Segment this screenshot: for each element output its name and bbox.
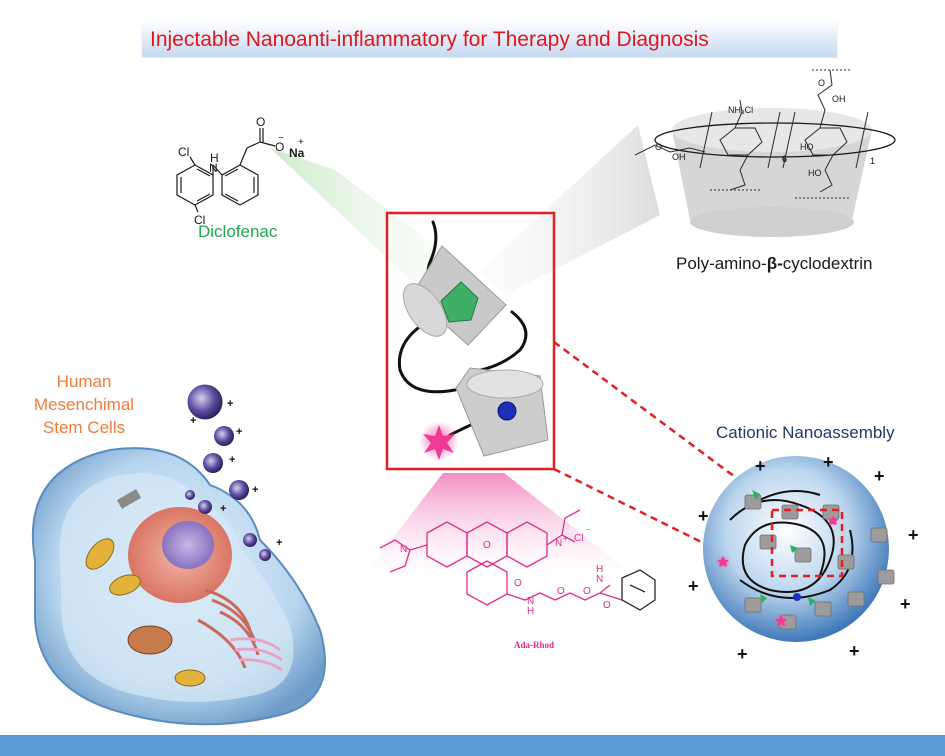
rhod-n-plus: + [563, 534, 568, 543]
ada-rhod-label: Ada-Rhod [514, 640, 555, 650]
charge-plus: + [823, 452, 834, 472]
cyclodextrin-structure [634, 69, 896, 199]
rhod-amide-o-2: O [603, 600, 611, 611]
cyclodextrin-label-suffix: cyclodextrin [782, 254, 873, 273]
rhodamine-light-cone [370, 473, 625, 568]
rhod-o-ring: O [483, 540, 491, 551]
carboxylate-minus: − [278, 133, 284, 144]
cd-ho-mid: HO [800, 142, 814, 152]
ada-rhod-structure [379, 509, 656, 611]
np-charge-plus: + [276, 537, 282, 549]
rhod-chloride: Cl [574, 533, 583, 544]
mitochondrion [127, 625, 173, 655]
np-charge-plus: + [227, 398, 233, 410]
mitochondrion [109, 574, 141, 596]
cd-o-atom: O [818, 78, 825, 88]
title-banner: Injectable Nanoanti-inflammatory for The… [142, 21, 837, 57]
cation-charges: + + + + + + + + + [688, 452, 919, 664]
nh-n-atom: N [209, 161, 218, 175]
charge-plus: + [908, 525, 919, 545]
charge-plus: + [698, 506, 709, 526]
charge-plus: + [755, 456, 766, 476]
centriole [116, 489, 142, 509]
carbonyl-o-atom: O [256, 115, 265, 129]
stem-cells-line-1: Human [56, 372, 112, 391]
np-charge-plus: + [220, 503, 226, 515]
cd-oh-left: OH [672, 152, 686, 162]
zoom-dashed-box [770, 508, 844, 578]
rhod-amide-n-2: N [596, 574, 603, 585]
charge-plus: + [900, 594, 911, 614]
schematic-frame [385, 211, 556, 471]
nanoparticles [185, 383, 271, 561]
sodium-plus: + [298, 137, 304, 148]
stem-cells-line-3: Stem Cells [42, 418, 126, 437]
rhod-chloride-minus: − [586, 525, 591, 534]
nh-h-atom: H [210, 151, 219, 165]
cyclodextrin-label: Poly-amino-β-cyclodextrin [676, 254, 873, 274]
np-charge-plus: + [236, 426, 242, 438]
stem-cells-label: Human Mesenchimal Stem Cells [6, 370, 162, 439]
np-charge-plus: + [190, 415, 196, 427]
ada-rhod-atoms: N O N + Cl − O N H O O N H O [400, 525, 611, 617]
cyclodextrin-cone [672, 108, 872, 237]
cl-top-atom: Cl [178, 145, 189, 159]
np-charge-plus: + [252, 484, 258, 496]
charge-plus: + [737, 644, 748, 664]
rhodamine-star [423, 425, 455, 460]
cd-nh3cl-label: NH₃Cl [728, 105, 753, 115]
cl-bottom-atom: Cl [194, 213, 205, 227]
np-charge-plus: + [229, 454, 235, 466]
cyclodextrin-label-beta: β- [766, 254, 783, 273]
nanoassembly-label: Cationic Nanoassembly [716, 423, 895, 442]
rhod-n-right: N [555, 538, 562, 549]
rhod-n-left: N [400, 544, 407, 555]
nanoassembly-sphere [703, 456, 895, 642]
rhod-ether-o-2: O [583, 586, 591, 597]
diclofenac-pentagon [440, 281, 479, 323]
cd-ho-bottom: HO [808, 168, 822, 178]
diclofenac-structure [176, 128, 276, 213]
cyclodextrin-light-cone [478, 125, 660, 295]
stem-cells-line-2: Mesenchimal [33, 395, 135, 414]
diclofenac-light-cone [270, 148, 465, 298]
adamantane-bead [497, 401, 517, 421]
cyclodextrin-atoms: NH₃Cl OH OH HO HO O O 6 1 [655, 78, 875, 178]
diclofenac-atoms: Cl N H Cl O O − Na + [178, 115, 305, 227]
cd-o-atom-2: O [655, 142, 662, 152]
sodium-ion: Na [289, 146, 305, 160]
mitochondrion [174, 669, 206, 687]
mitochondrion [85, 538, 115, 570]
charge-plus: + [849, 641, 860, 661]
stem-cell [31, 447, 326, 726]
rhod-amide-n: N [527, 596, 534, 607]
nucleolus [162, 521, 214, 569]
rhod-amide-h-2: H [596, 564, 603, 575]
golgi [229, 637, 283, 672]
dashed-connector-bottom [553, 467, 773, 579]
diclofenac-label: Diclofenac [198, 222, 278, 241]
charge-plus: + [688, 576, 699, 596]
charge-plus: + [874, 466, 885, 486]
cd-sub-1: 1 [870, 156, 875, 166]
footer-bar [0, 735, 945, 756]
rhod-amide-o: O [514, 578, 522, 589]
cyclodextrin-cup-lower [455, 367, 549, 457]
cyclodextrin-label-prefix: Poly-amino- [676, 254, 767, 273]
cyclodextrin-cup-upper [402, 245, 507, 346]
rhod-ether-o-1: O [557, 586, 565, 597]
figure-title: Injectable Nanoanti-inflammatory for The… [150, 28, 709, 51]
cd-sub-6: 6 [782, 154, 787, 164]
nanoparticle-charges: + + + + + + + [190, 398, 282, 549]
cd-oh-top: OH [832, 94, 846, 104]
rhod-amide-h: H [527, 606, 534, 617]
carboxylate-o-atom: O [275, 140, 284, 154]
